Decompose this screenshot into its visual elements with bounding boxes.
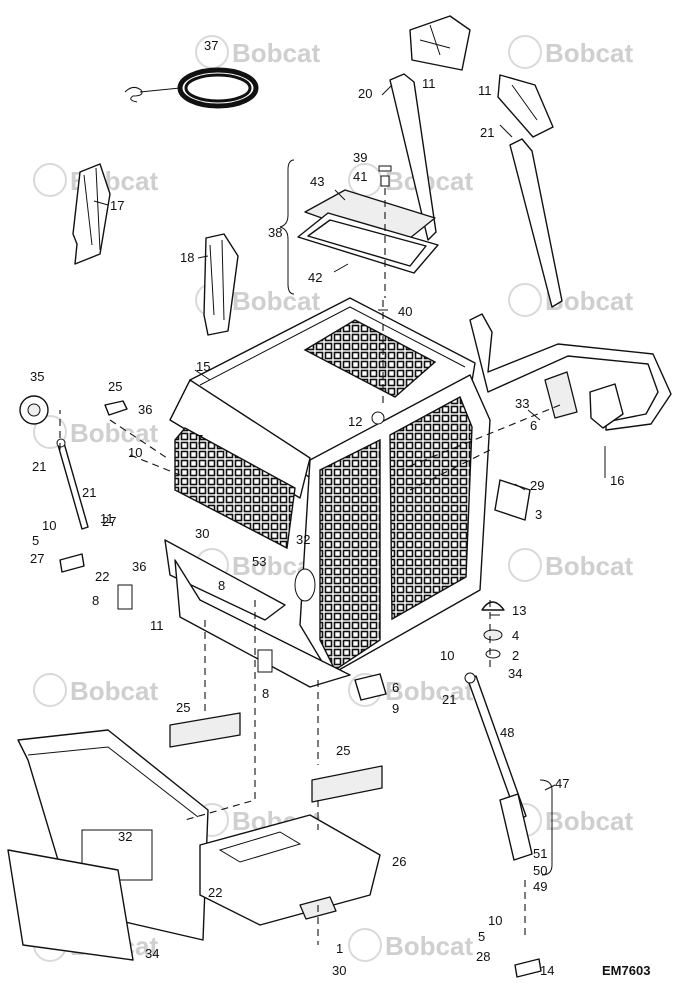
part-gas-struts [56,438,533,861]
callout-label: 22 [95,569,109,584]
callout-label: 39 [353,150,367,165]
callout-label: 32 [296,532,310,547]
callout-label: 29 [530,478,544,493]
callout-label: 43 [310,174,324,189]
callout-label: 15 [196,359,210,374]
callout-label: 13 [512,603,526,618]
callout-label: 30 [332,963,346,978]
watermark-text: Bobcat [385,931,473,961]
callout-label: 16 [610,473,624,488]
callout-label: 5 [478,929,485,944]
callout-label: 8 [92,593,99,608]
callout-label: 26 [392,854,406,869]
watermark-text: Bobcat [232,286,320,316]
callout-label: 7 [196,432,203,447]
callout-label: 10 [128,445,142,460]
callout-label: 12 [348,414,362,429]
callout-label: 25 [336,743,350,758]
callout-label: 21 [442,692,456,707]
callout-label: 47 [555,776,569,791]
callout-label: 33 [515,396,529,411]
watermark-text: Bobcat [232,38,320,68]
callout-label: 10 [440,648,454,663]
callout-label: 28 [476,949,490,964]
drawing-code: EM7603 [602,963,650,978]
callout-label: 27 [102,514,116,529]
callout-label: 27 [30,551,44,566]
watermark-text: Bobcat [545,806,633,836]
callout-label: 20 [358,86,372,101]
callout-label: 21 [480,125,494,140]
callout-label: 50 [533,863,547,878]
callout-label: 3 [535,507,542,522]
callout-label: 8 [262,686,269,701]
callout-label: 6 [392,680,399,695]
part-small-hardware [19,395,542,978]
callout-label: 11 [422,76,436,91]
part-floor-panels [7,729,209,961]
part-roof-hatch [279,159,439,295]
part-pads [169,712,383,803]
callout-label: 38 [268,225,282,240]
callout-label: 40 [398,304,412,319]
callout-label: 21 [82,485,96,500]
assembly-lines [59,188,561,945]
callout-label: 11 [150,618,164,633]
callout-label: 36 [138,402,152,417]
callout-label: 8 [218,578,225,593]
callout-label: 10 [488,913,502,928]
callout-label: 10 [42,518,56,533]
callout-label: 5 [32,533,39,548]
callout-label: 41 [353,169,367,184]
watermark-text: Bobcat [545,38,633,68]
part-pillar-trims [389,15,563,308]
callout-label: 35 [30,369,44,384]
callout-label: 49 [533,879,547,894]
callout-label: 30 [195,526,209,541]
callout-label: 25 [176,700,190,715]
part-rear-frame [469,313,672,431]
callout-label: 17 [110,198,124,213]
callout-label: 36 [132,559,146,574]
callout-label: 51 [533,846,547,861]
callout-label: 21 [32,459,46,474]
callout-label: 53 [252,554,266,569]
callout-label: 18 [180,250,194,265]
callout-label: 11 [100,511,114,526]
callout-label: 11 [478,83,492,98]
watermark-text: Bobcat [385,676,473,706]
callout-labels: 37 11 20 11 21 39 41 43 17 38 18 42 40 1… [30,38,624,978]
part-cab-body [164,297,491,688]
callout-label: 9 [392,701,399,716]
callout-label: 6 [530,418,537,433]
watermark-text: Bobcat [70,676,158,706]
leader-lines [93,84,606,876]
callout-label: 34 [508,666,522,681]
callout-label: 42 [308,270,322,285]
callout-label: 34 [145,946,159,961]
watermark-text: Bobcat [545,551,633,581]
callout-label: 2 [512,648,519,663]
callout-label: 22 [208,885,222,900]
callout-label: 14 [540,963,554,978]
callout-label: 4 [512,628,519,643]
callout-label: 48 [500,725,514,740]
callout-label: 1 [336,941,343,956]
callout-label: 32 [118,829,132,844]
callout-label: 25 [108,379,122,394]
part-trim-panels [72,163,239,336]
part-base-plate [199,814,381,926]
callout-label: 37 [204,38,218,53]
part-seal-coil [124,67,259,109]
